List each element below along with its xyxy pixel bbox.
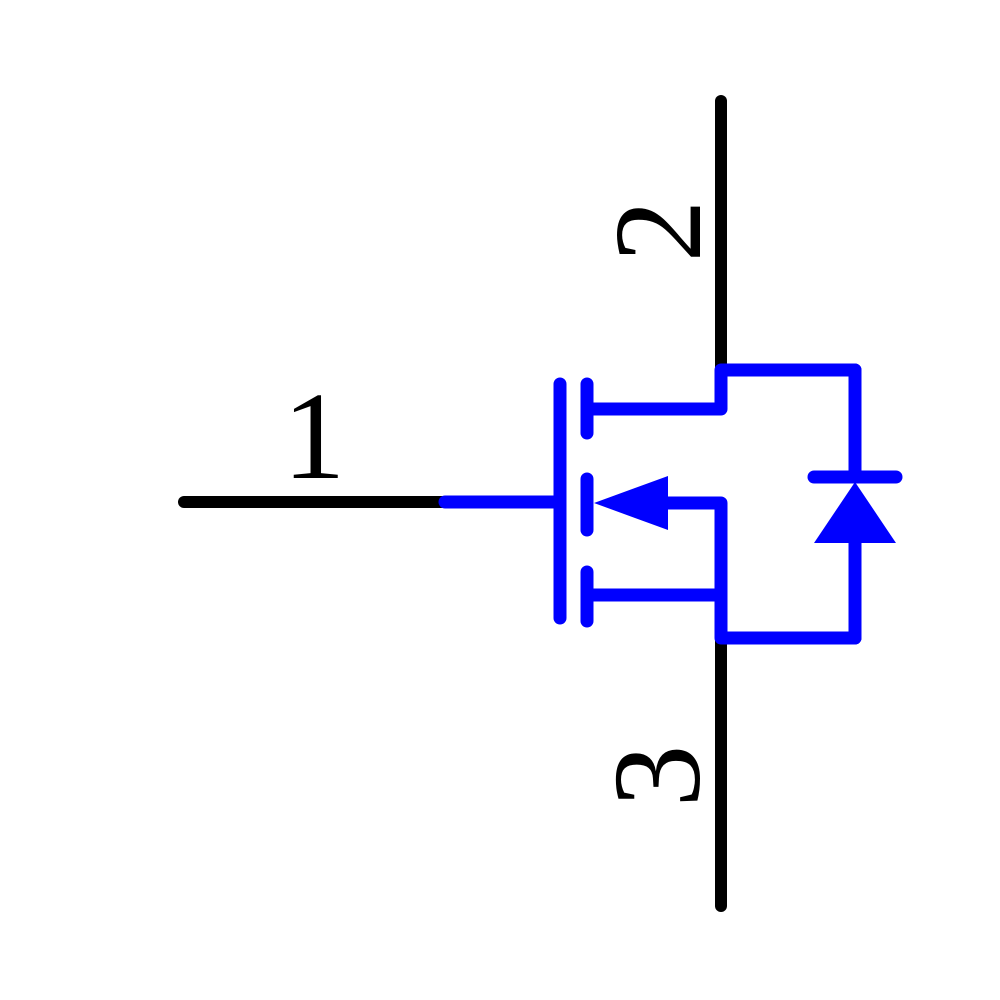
mosfet-symbol [438,363,903,645]
terminal-1-label: 1 [283,368,346,506]
terminal-leads [178,95,727,912]
body-arrow-icon [594,476,668,530]
drain-connection [581,363,862,416]
body-connection [661,496,862,645]
diode-triangle-icon [814,482,896,543]
terminal-labels: 1 2 3 [283,200,728,808]
terminal-2-label: 2 [590,200,728,263]
terminal-3-label: 3 [589,745,727,808]
